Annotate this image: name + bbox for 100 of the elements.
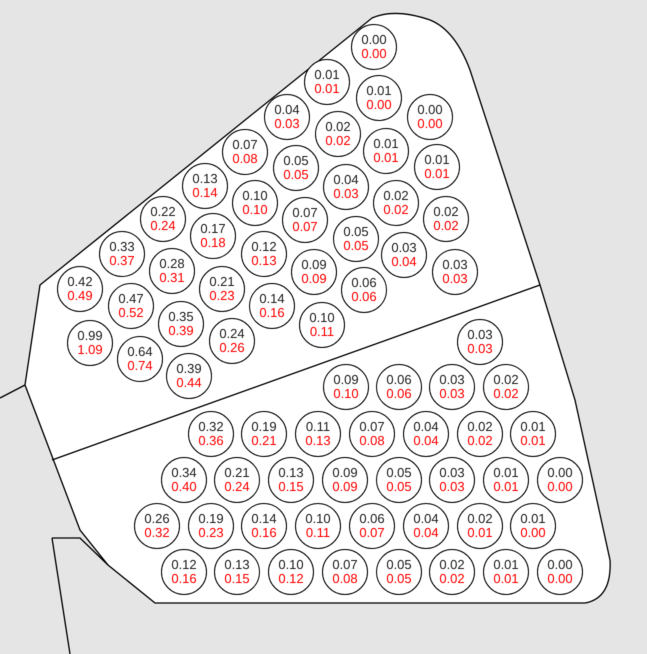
adjusted-value: 0.00 <box>547 572 573 586</box>
value: 0.10 <box>242 189 268 203</box>
value: 0.02 <box>493 373 519 387</box>
adjusted-value: 0.23 <box>198 526 224 540</box>
adjusted-value: 0.09 <box>301 272 327 286</box>
adjusted-value: 0.01 <box>493 480 519 494</box>
adjusted-value: 0.01 <box>520 434 546 448</box>
value: 0.33 <box>109 240 135 254</box>
adjusted-value: 0.10 <box>242 203 268 217</box>
adjusted-value: 0.16 <box>259 306 285 320</box>
value: 0.12 <box>251 240 277 254</box>
value: 0.02 <box>383 189 409 203</box>
value: 0.03 <box>467 328 493 342</box>
value: 0.13 <box>278 466 304 480</box>
adjusted-value: 0.04 <box>413 526 439 540</box>
adjusted-value: 0.08 <box>232 152 258 166</box>
value: 0.03 <box>391 241 417 255</box>
adjusted-value: 0.36 <box>198 434 224 448</box>
adjusted-value: 0.13 <box>305 434 331 448</box>
adjusted-value: 0.74 <box>127 359 153 373</box>
adjusted-value: 0.15 <box>278 480 304 494</box>
adjusted-value: 0.24 <box>150 219 176 233</box>
adjusted-value: 0.01 <box>314 82 340 96</box>
adjusted-value: 0.16 <box>251 526 277 540</box>
adjusted-value: 0.02 <box>467 434 493 448</box>
adjusted-value: 0.24 <box>224 480 250 494</box>
value: 0.05 <box>386 558 412 572</box>
value: 0.09 <box>333 373 359 387</box>
adjusted-value: 0.03 <box>333 187 359 201</box>
adjusted-value: 0.23 <box>209 289 235 303</box>
adjusted-value: 0.02 <box>493 387 519 401</box>
value: 0.09 <box>332 466 358 480</box>
adjusted-value: 0.21 <box>251 434 277 448</box>
value: 0.47 <box>118 292 144 306</box>
adjusted-value: 0.01 <box>424 167 450 181</box>
value: 0.10 <box>305 512 331 526</box>
adjusted-value: 0.01 <box>373 151 399 165</box>
adjusted-value: 0.00 <box>366 98 392 112</box>
adjusted-value: 0.26 <box>219 341 245 355</box>
value: 0.01 <box>493 466 519 480</box>
adjusted-value: 0.00 <box>520 526 546 540</box>
adjusted-value: 0.10 <box>333 387 359 401</box>
value: 0.24 <box>219 327 245 341</box>
adjusted-value: 0.37 <box>109 254 135 268</box>
value: 0.01 <box>424 153 450 167</box>
adjusted-value: 0.02 <box>433 219 459 233</box>
adjusted-value: 0.01 <box>493 572 519 586</box>
adjusted-value: 0.03 <box>439 387 465 401</box>
adjusted-value: 0.18 <box>200 236 226 250</box>
adjusted-value: 0.32 <box>144 526 170 540</box>
adjusted-value: 0.40 <box>171 480 197 494</box>
value: 0.10 <box>278 558 304 572</box>
value: 0.11 <box>306 420 330 434</box>
adjusted-value: 0.44 <box>176 376 202 390</box>
value: 0.21 <box>209 275 235 289</box>
adjusted-value: 0.03 <box>467 342 493 356</box>
adjusted-value: 0.05 <box>386 480 412 494</box>
adjusted-value: 0.08 <box>359 434 385 448</box>
adjusted-value: 0.49 <box>67 289 93 303</box>
adjusted-value: 0.02 <box>325 134 351 148</box>
value: 0.02 <box>467 512 493 526</box>
adjusted-value: 0.02 <box>383 203 409 217</box>
value: 0.01 <box>373 137 399 151</box>
value: 0.17 <box>200 222 226 236</box>
value: 0.06 <box>386 373 412 387</box>
value: 0.05 <box>343 225 369 239</box>
value: 0.32 <box>198 420 224 434</box>
adjusted-value: 0.02 <box>439 572 465 586</box>
value: 0.09 <box>301 258 327 272</box>
value: 0.42 <box>67 275 93 289</box>
value: 0.07 <box>292 206 318 220</box>
adjusted-value: 0.03 <box>439 480 465 494</box>
value: 0.14 <box>259 292 285 306</box>
adjusted-value: 0.31 <box>159 271 185 285</box>
adjusted-value: 0.04 <box>413 434 439 448</box>
adjusted-value: 0.09 <box>332 480 358 494</box>
adjusted-value: 0.05 <box>283 168 309 182</box>
adjusted-value: 0.39 <box>168 324 194 338</box>
value: 0.07 <box>359 420 385 434</box>
value: 0.00 <box>547 558 573 572</box>
adjusted-value: 0.01 <box>467 526 493 540</box>
adjusted-value: 1.09 <box>77 343 103 357</box>
adjusted-value: 0.03 <box>274 117 300 131</box>
adjusted-value: 0.15 <box>224 572 250 586</box>
adjusted-value: 0.00 <box>361 47 387 61</box>
adjusted-value: 0.08 <box>332 572 358 586</box>
adjusted-value: 0.06 <box>351 290 377 304</box>
adjusted-value: 0.16 <box>171 572 197 586</box>
value: 0.05 <box>283 154 309 168</box>
value: 0.03 <box>442 258 468 272</box>
value: 0.07 <box>332 558 358 572</box>
value: 0.14 <box>251 512 277 526</box>
value: 0.13 <box>224 558 250 572</box>
adjusted-value: 0.00 <box>547 480 573 494</box>
adjusted-value: 0.03 <box>442 272 468 286</box>
value: 0.04 <box>333 173 359 187</box>
value: 0.21 <box>224 466 250 480</box>
value: 0.02 <box>467 420 493 434</box>
value: 0.12 <box>171 558 197 572</box>
value: 0.01 <box>314 68 340 82</box>
